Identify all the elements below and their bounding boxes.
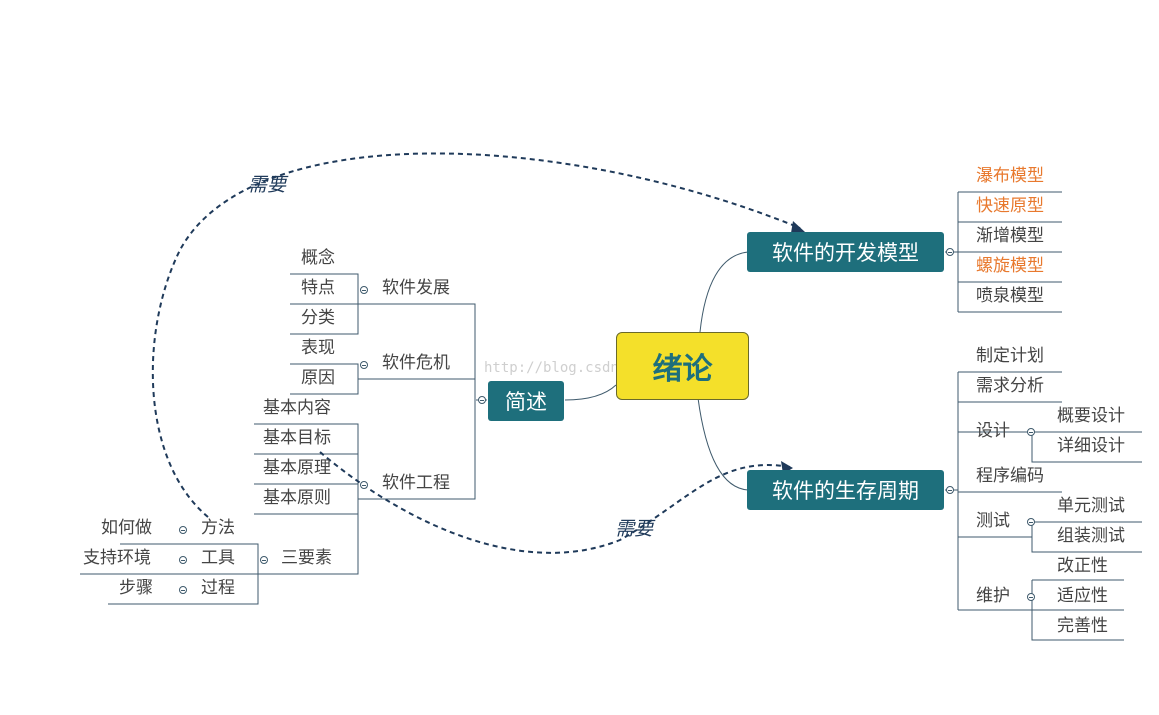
topic-tool[interactable]: 工具	[201, 548, 235, 568]
topic-steps[interactable]: 步骤	[119, 578, 153, 598]
topic-development[interactable]: 软件发展	[382, 278, 450, 298]
topic-engineering[interactable]: 软件工程	[382, 473, 450, 493]
collapse-toggle-crisis[interactable]	[360, 361, 368, 369]
collapse-toggle-tool[interactable]	[179, 556, 187, 564]
collapse-toggle-maintenance[interactable]	[1027, 593, 1035, 601]
collapse-toggle-overview[interactable]	[478, 396, 486, 404]
topic-maintenance[interactable]: 维护	[976, 586, 1010, 606]
collapse-toggle-three-elements[interactable]	[260, 556, 268, 564]
connector-root-devmodels	[699, 251, 749, 333]
collapse-toggle-design[interactable]	[1027, 428, 1035, 436]
collapse-toggle-development[interactable]	[360, 286, 368, 294]
topic-spiral[interactable]: 螺旋模型	[976, 256, 1044, 276]
collapse-toggle-lifecycle[interactable]	[946, 486, 954, 494]
topic-basic-goal[interactable]: 基本目标	[263, 428, 331, 448]
collapse-toggle-engineering[interactable]	[360, 481, 368, 489]
topic-symptom[interactable]: 表现	[301, 338, 335, 358]
topic-crisis[interactable]: 软件危机	[382, 353, 450, 373]
topic-requirements[interactable]: 需求分析	[976, 376, 1044, 396]
collapse-toggle-testing[interactable]	[1027, 518, 1035, 526]
topic-coding[interactable]: 程序编码	[976, 466, 1044, 486]
topic-fountain[interactable]: 喷泉模型	[976, 286, 1044, 306]
topic-adaptive[interactable]: 适应性	[1057, 586, 1108, 606]
topic-basic-content[interactable]: 基本内容	[263, 398, 331, 418]
node-lifecycle[interactable]: 软件的生存周期	[747, 470, 944, 510]
topic-waterfall[interactable]: 瀑布模型	[976, 166, 1044, 186]
bracket-overview	[358, 303, 476, 500]
topic-cause[interactable]: 原因	[301, 368, 335, 388]
connector-root-lifecycle	[697, 397, 749, 491]
collapse-toggle-process[interactable]	[179, 586, 187, 594]
relation-label-need-top[interactable]: 需要	[248, 174, 287, 196]
collapse-toggle-devmodels[interactable]	[946, 248, 954, 256]
root-node[interactable]: 绪论	[616, 332, 749, 400]
watermark-text: http://blog.csdn	[484, 360, 619, 376]
topic-method[interactable]: 方法	[201, 518, 235, 538]
topic-incremental[interactable]: 渐增模型	[976, 226, 1044, 246]
topic-process[interactable]: 过程	[201, 578, 235, 598]
topic-unit-test[interactable]: 单元测试	[1057, 496, 1125, 516]
topic-concept[interactable]: 概念	[301, 248, 335, 268]
topic-testing[interactable]: 测试	[976, 511, 1010, 531]
topic-support-env[interactable]: 支持环境	[83, 548, 151, 568]
node-dev-models[interactable]: 软件的开发模型	[747, 232, 944, 272]
relation-line-method-devmodels	[151, 152, 801, 518]
topic-basic-rule[interactable]: 基本原则	[263, 488, 331, 508]
connector-root-overview	[564, 384, 617, 401]
topic-plan[interactable]: 制定计划	[976, 346, 1044, 366]
topic-corrective[interactable]: 改正性	[1057, 556, 1108, 576]
topic-how-to[interactable]: 如何做	[101, 518, 152, 538]
arrowhead-devmodels	[791, 221, 805, 233]
collapse-toggle-method[interactable]	[179, 526, 187, 534]
topic-outline-design[interactable]: 概要设计	[1057, 406, 1125, 426]
relation-label-need-bottom[interactable]: 需要	[615, 518, 654, 540]
topic-detail-design[interactable]: 详细设计	[1057, 436, 1125, 456]
topic-feature[interactable]: 特点	[301, 278, 335, 298]
node-overview[interactable]: 简述	[488, 381, 564, 421]
topic-rapid-prototype[interactable]: 快速原型	[976, 196, 1044, 216]
topic-design[interactable]: 设计	[976, 421, 1010, 441]
relation-line-goal-lifecycle	[319, 451, 791, 554]
topic-perfective[interactable]: 完善性	[1057, 616, 1108, 636]
topic-basic-theory[interactable]: 基本原理	[263, 458, 331, 478]
topic-integration-test[interactable]: 组装测试	[1057, 526, 1125, 546]
topic-three-elements[interactable]: 三要素	[281, 548, 332, 568]
topic-category[interactable]: 分类	[301, 308, 335, 328]
